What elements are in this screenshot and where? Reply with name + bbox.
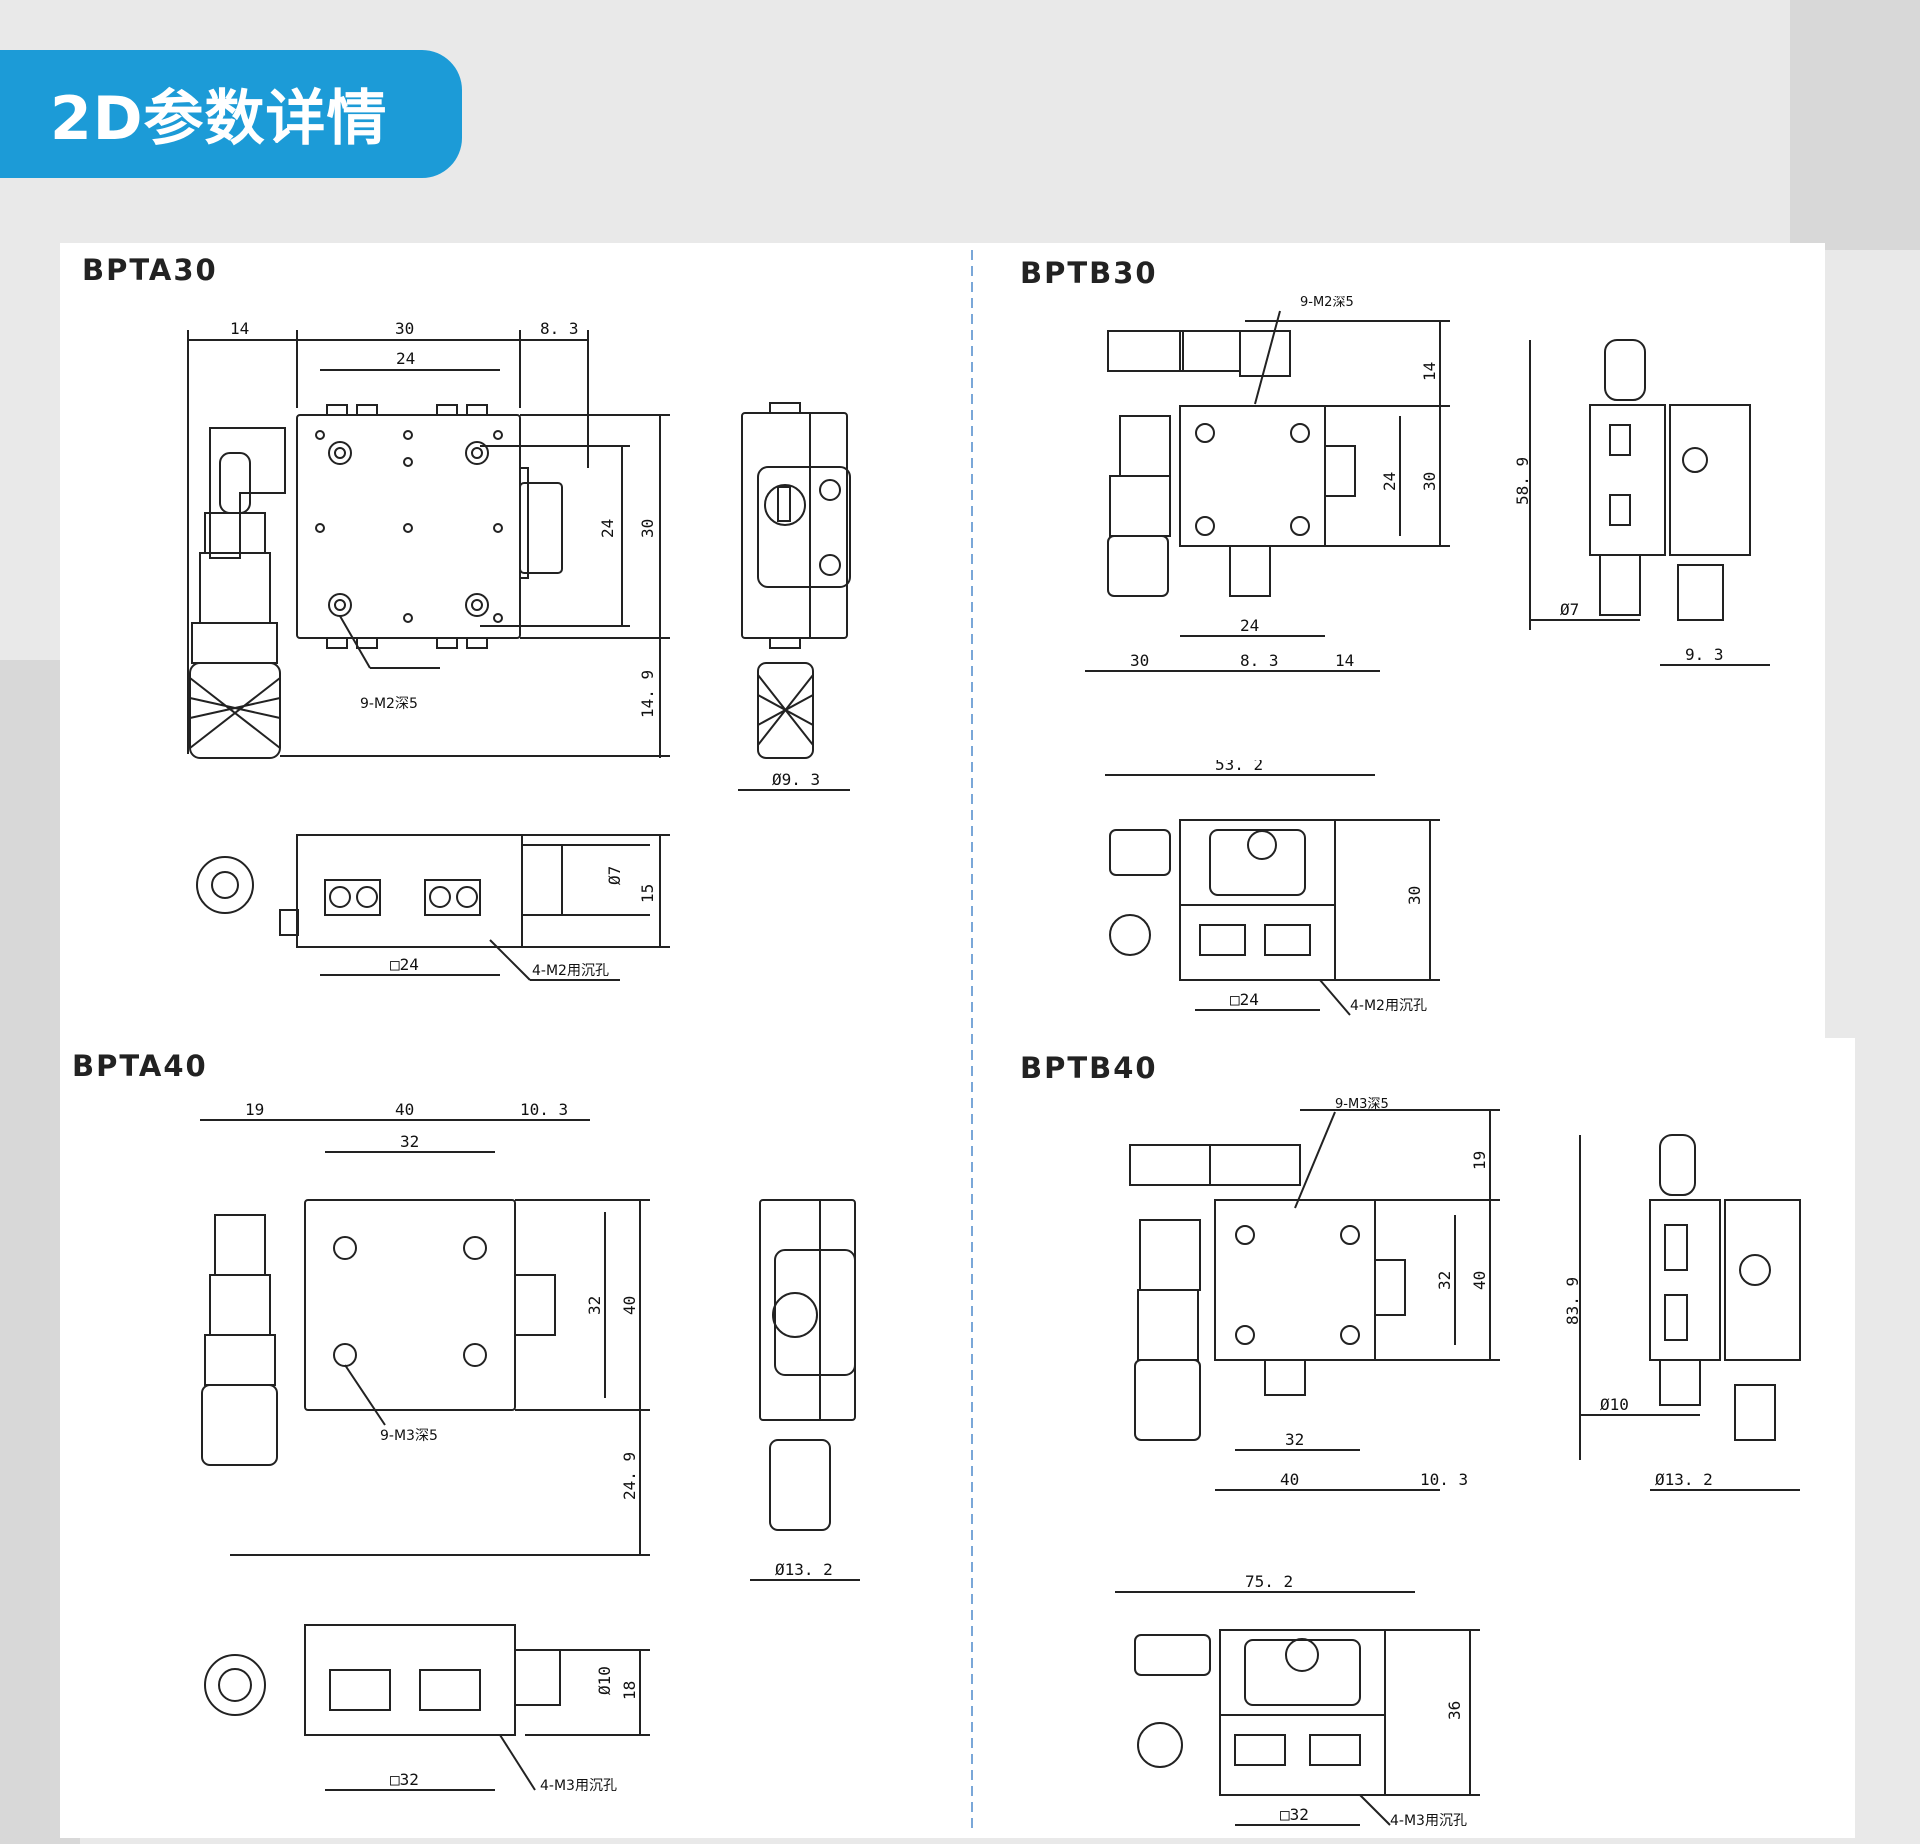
thread-note: 9-M3深5 <box>1335 1097 1389 1112</box>
dim-text: Ø13. 2 <box>775 1560 833 1579</box>
thread-note: 9-M2深5 <box>1300 296 1354 310</box>
bpta40-front-view: Ø10 18 □32 4-M3用沉孔 <box>204 1624 650 1794</box>
bptb30-front-view: 53. 2 30 □24 4-M2用沉孔 <box>1105 760 1440 1016</box>
bptb30-top-view: 9-M2深5 14 24 30 24 30 8. 3 14 <box>1085 296 1450 672</box>
dim-text: 58. 9 <box>1513 457 1532 505</box>
bpta30-front-view: Ø7 15 □24 4-M2用沉孔 <box>196 834 670 981</box>
section-title-tab: 2D参数详情 <box>0 50 462 178</box>
bptb40-front-view: 75. 2 36 □32 4-M3用沉孔 <box>1115 1572 1480 1829</box>
dim-text: 75. 2 <box>1245 1572 1293 1591</box>
dim-text: □24 <box>1230 990 1259 1009</box>
bptb40-top-view: 9-M3深5 19 32 40 32 40 10. 3 <box>1129 1097 1500 1491</box>
dim-text: 40 <box>395 1100 414 1119</box>
dim-text: 19 <box>245 1100 264 1119</box>
bpta30-side-view: Ø9. 3 <box>738 402 851 791</box>
bpta40-side-view: Ø13. 2 <box>750 1199 860 1581</box>
dim-text: 32 <box>585 1296 604 1315</box>
dim-text: 30 <box>1130 651 1149 670</box>
dim-text: 8. 3 <box>540 319 579 338</box>
dim-text: 40 <box>1280 1470 1299 1489</box>
dim-text: 8. 3 <box>1240 651 1279 670</box>
dim-text: Ø10 <box>595 1666 614 1695</box>
dim-text: 36 <box>1445 1701 1464 1720</box>
thread-note: 4-M2用沉孔 <box>1350 998 1427 1014</box>
dim-text: 24 <box>1240 616 1259 635</box>
dim-text: 10. 3 <box>1420 1470 1468 1489</box>
dim-text: □32 <box>1280 1805 1309 1824</box>
dim-text: 14 <box>230 319 249 338</box>
dim-text: 83. 9 <box>1563 1277 1582 1325</box>
dim-text: Ø7 <box>1560 600 1579 619</box>
dim-text: 14 <box>1420 362 1439 381</box>
thread-note: 4-M3用沉孔 <box>1390 1813 1467 1829</box>
dim-text: 32 <box>400 1132 419 1151</box>
dim-text: 19 <box>1470 1151 1489 1170</box>
dim-text: 32 <box>1435 1271 1454 1290</box>
dim-text: 9. 3 <box>1685 645 1724 664</box>
dim-text: Ø7 <box>605 866 624 885</box>
dim-text: 40 <box>620 1296 639 1315</box>
dim-text: 14 <box>1335 651 1354 670</box>
bpta40-top-view: 19 40 10. 3 32 9-M3深5 32 40 24. 9 <box>200 1100 650 1556</box>
model-label-bpta40: BPTA40 <box>72 1049 208 1083</box>
dim-text: 10. 3 <box>520 1100 568 1119</box>
dim-text: 15 <box>638 884 657 903</box>
dim-text: Ø13. 2 <box>1655 1470 1713 1489</box>
thread-note: 4-M3用沉孔 <box>540 1778 617 1794</box>
dim-text: 40 <box>1470 1271 1489 1290</box>
dim-text: 24. 9 <box>620 1452 639 1500</box>
panel-bottom <box>60 1038 1855 1838</box>
dim-text: 53. 2 <box>1215 760 1263 774</box>
thread-note: 9-M3深5 <box>380 1428 438 1444</box>
bptb40-side-view: 83. 9 Ø10 Ø13. 2 <box>1563 1134 1801 1491</box>
dim-text: 30 <box>1420 472 1439 491</box>
dim-text: 30 <box>1405 886 1424 905</box>
dim-text: 18 <box>620 1681 639 1700</box>
dim-text: 24 <box>598 519 617 538</box>
dim-text: Ø9. 3 <box>772 770 820 789</box>
model-label-bptb30: BPTB30 <box>1020 256 1158 290</box>
dim-text: Ø10 <box>1600 1395 1629 1414</box>
center-divider <box>971 250 973 1830</box>
dim-text: 24 <box>1380 472 1399 491</box>
section-title: 2D参数详情 <box>50 84 388 154</box>
background-shape-right <box>1790 0 1920 250</box>
dim-text: 14. 9 <box>638 670 657 718</box>
dim-text: 30 <box>638 519 657 538</box>
thread-note: 9-M2深5 <box>360 696 418 712</box>
dim-text: 32 <box>1285 1430 1304 1449</box>
dim-text: 24 <box>396 349 415 368</box>
dim-text: □24 <box>390 955 419 974</box>
bpta30-top-view: 14 30 8. 3 24 9-M2深5 24 30 <box>187 319 670 759</box>
dim-text: □32 <box>390 1770 419 1789</box>
model-label-bptb40: BPTB40 <box>1020 1051 1158 1085</box>
thread-note: 4-M2用沉孔 <box>532 963 609 979</box>
dim-text: 30 <box>395 319 414 338</box>
model-label-bpta30: BPTA30 <box>82 253 218 287</box>
bptb30-side-view: 58. 9 Ø7 9. 3 <box>1513 339 1770 666</box>
